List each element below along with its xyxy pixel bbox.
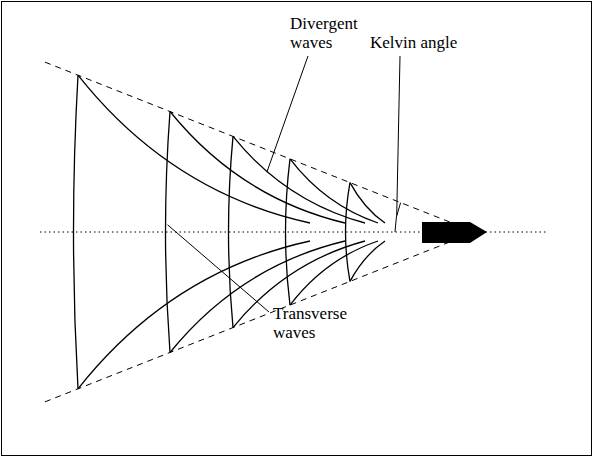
divergent-wave bbox=[350, 241, 385, 281]
leader-line bbox=[267, 56, 308, 172]
transverse-wave bbox=[346, 183, 351, 282]
frame bbox=[2, 2, 592, 456]
leader-line bbox=[397, 56, 400, 216]
callout-label: Divergent waves bbox=[290, 14, 372, 52]
divergent-wave bbox=[290, 241, 378, 305]
transverse-wave bbox=[166, 112, 171, 353]
wake-edge bbox=[45, 62, 467, 229]
transverse-wave bbox=[286, 159, 291, 305]
divergent-wave bbox=[290, 159, 378, 223]
leader-line bbox=[168, 225, 269, 312]
ship bbox=[422, 222, 487, 243]
transverse-wave bbox=[229, 136, 234, 327]
transverse-wave bbox=[74, 75, 79, 389]
callout-label: Transverse waves bbox=[273, 304, 357, 342]
kelvin-angle-arc bbox=[395, 203, 401, 232]
divergent-wave bbox=[233, 136, 365, 223]
divergent-wave bbox=[350, 183, 385, 223]
wake-edge bbox=[45, 235, 467, 402]
callout-label: Kelvin angle bbox=[370, 33, 457, 52]
